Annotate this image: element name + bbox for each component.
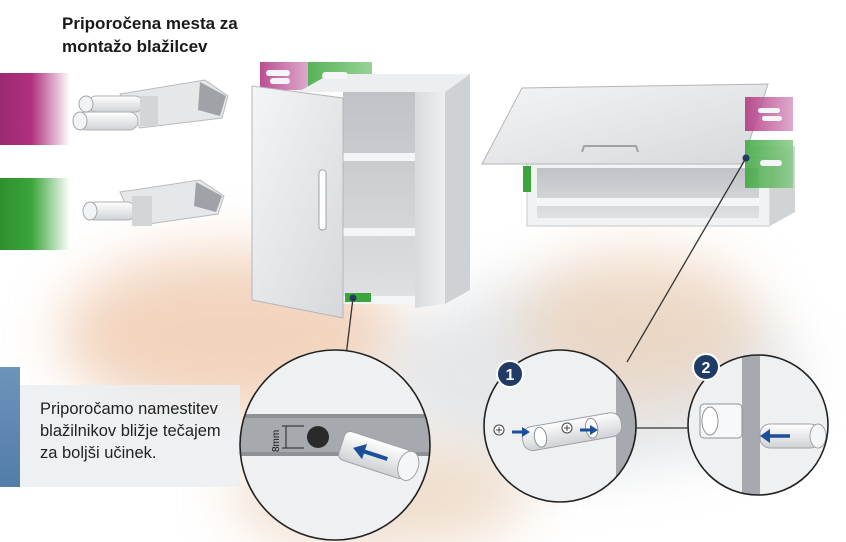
green-band [0, 178, 70, 250]
dimension-label: 8mm [271, 430, 282, 452]
step-2-number: 2 [702, 360, 711, 377]
tip-text: Priporočamo namestitev blažilnikov bližj… [40, 398, 255, 464]
detail-circle-step-2: 2 [636, 353, 829, 496]
tip-line-3: za boljši učinek. [40, 444, 157, 462]
step-2-badge [692, 353, 720, 381]
tip-line-2: blažilnikov bližje tečajem [40, 422, 221, 440]
double-damper-image [72, 79, 229, 131]
wall-cabinet [481, 83, 795, 363]
magenta-band [0, 73, 70, 145]
page-title: Priporočena mesta za montažo blažilcev [62, 12, 282, 58]
step-1-badge [496, 360, 524, 388]
marker-damper-icons [266, 70, 348, 84]
magenta-marker-wall [745, 97, 793, 131]
detail-circle-measurement: 8mm [239, 349, 431, 541]
tip-panel [20, 385, 240, 487]
tip-stripe [0, 367, 20, 487]
base-cabinet [251, 62, 470, 357]
single-damper-image [82, 179, 225, 227]
green-marker-bottom [345, 293, 371, 302]
title-line-2: montažo blažilcev [62, 37, 208, 56]
tip-line-1: Priporočamo namestitev [40, 400, 218, 418]
title-line-1: Priporočena mesta za [62, 14, 238, 33]
tip-box [0, 367, 240, 487]
detail-circle-step-1: 1 [483, 349, 637, 503]
step-1-number: 1 [506, 367, 515, 384]
